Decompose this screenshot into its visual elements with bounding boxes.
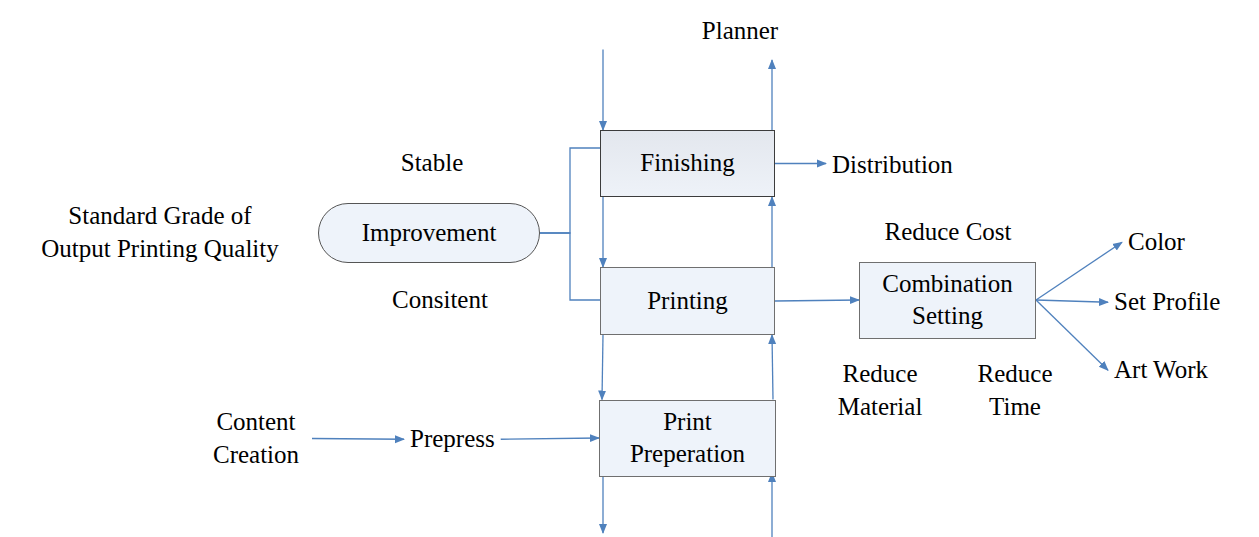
connector-arrow	[602, 50, 603, 131]
note-label: Reduce Material	[824, 358, 936, 423]
connector-arrow	[602, 197, 603, 267]
text-node: Color	[1122, 224, 1191, 261]
connector-arrow	[602, 335, 603, 400]
flow-stub	[602, 472, 603, 533]
connector-arrow	[1036, 300, 1108, 302]
connector-arrow	[501, 438, 599, 439]
flow-stub	[771, 473, 772, 537]
node-text: Improvement	[362, 217, 497, 250]
note-label: Reduce Time	[969, 358, 1061, 423]
note-label: Consitent	[392, 284, 488, 317]
text-node: Prepress	[404, 421, 501, 458]
connector-arrow	[775, 300, 859, 301]
note-label: Standard Grade of Output Printing Qualit…	[36, 200, 284, 265]
text-node: Content Creation	[200, 404, 312, 473]
node-text: Art Work	[1114, 354, 1208, 387]
text-node: Set Profile	[1108, 284, 1226, 321]
node-text: Planner	[594, 15, 886, 48]
process-box: Printing	[600, 267, 775, 335]
rounded-box: Improvement	[318, 203, 540, 263]
node-text: Print Preperation	[608, 406, 767, 471]
connector-arrow	[772, 335, 773, 400]
text-node: Distribution	[826, 147, 959, 184]
node-text: Color	[1128, 226, 1185, 259]
process-box: Combination Setting	[859, 262, 1036, 339]
text-node: Planner	[590, 13, 890, 50]
connector-arrow	[540, 233, 600, 300]
flow-stub	[771, 60, 772, 130]
connector-arrow	[771, 197, 772, 267]
node-text: Finishing	[640, 147, 734, 180]
connector-arrow	[540, 148, 600, 233]
process-box: Finishing	[600, 130, 775, 197]
node-text: Printing	[647, 285, 728, 318]
process-box: Print Preperation	[599, 400, 776, 477]
node-text: Prepress	[410, 423, 495, 456]
node-text: Content Creation	[204, 406, 308, 471]
node-text: Combination Setting	[868, 268, 1027, 333]
connector-arrow	[1036, 242, 1122, 300]
node-text: Set Profile	[1114, 286, 1220, 319]
note-label: Stable	[401, 147, 464, 180]
note-label: Reduce Cost	[884, 216, 1011, 249]
connector-arrow	[312, 438, 404, 440]
node-text: Distribution	[832, 149, 953, 182]
connector-arrow	[775, 163, 826, 164]
text-node: Art Work	[1108, 352, 1214, 389]
